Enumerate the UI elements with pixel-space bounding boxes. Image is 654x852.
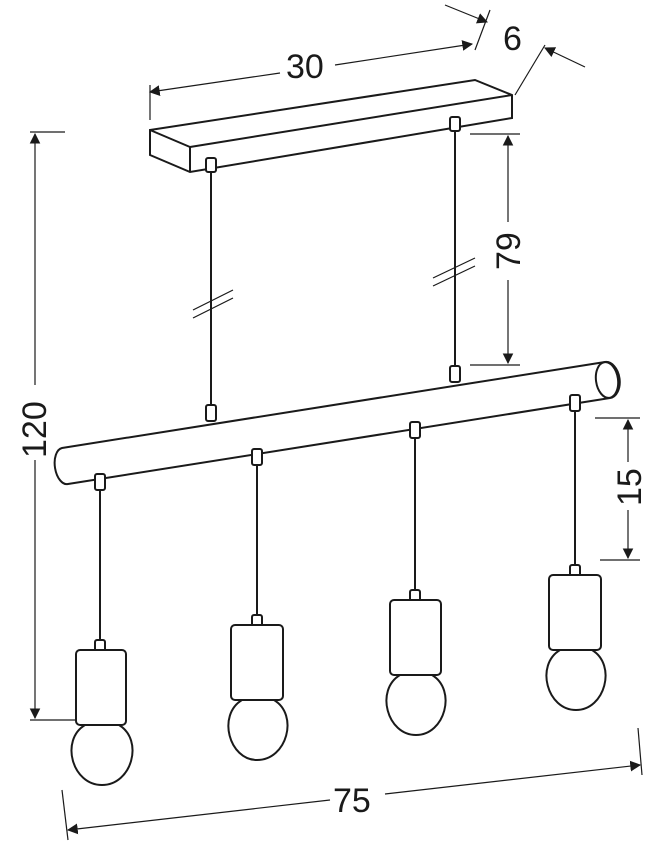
dimension-label-79: 79 <box>490 232 528 270</box>
dimension-bar-length: 75 <box>61 727 643 841</box>
light-bar <box>53 360 621 486</box>
dimension-label-120: 120 <box>16 401 54 458</box>
ceiling-canopy <box>149 78 513 174</box>
dimension-total-height: 120 <box>16 131 75 721</box>
suspension-rods <box>192 116 476 422</box>
pendant-3 <box>385 421 447 737</box>
dimension-label-30: 30 <box>286 48 324 86</box>
dimension-pendant-drop: 15 <box>595 417 649 561</box>
pendant-1 <box>70 473 134 787</box>
dimension-label-75: 75 <box>333 782 371 820</box>
dimension-label-6: 6 <box>503 20 522 58</box>
dimension-canopy-depth: 6 <box>444 4 586 96</box>
dimension-suspension: 79 <box>470 133 528 366</box>
dimension-label-15: 15 <box>611 468 649 506</box>
pendant-2 <box>227 448 289 762</box>
pendant-4 <box>545 394 607 712</box>
dimension-canopy-length: 30 <box>148 40 474 120</box>
